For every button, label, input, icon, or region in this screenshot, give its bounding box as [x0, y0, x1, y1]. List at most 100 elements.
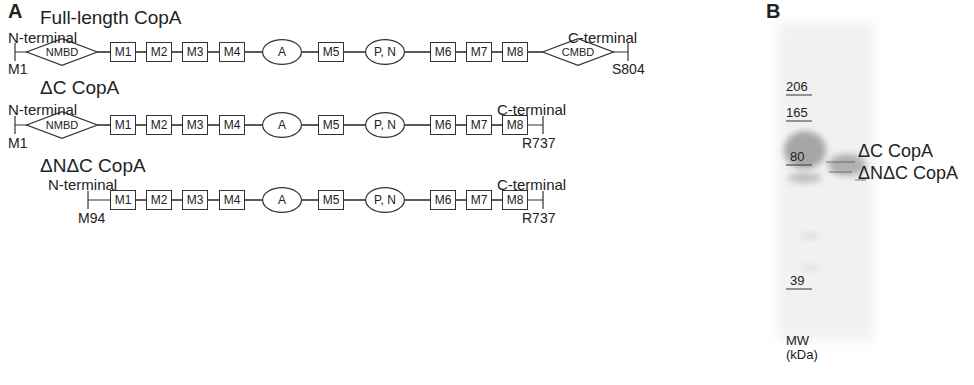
domain-label: M2 [151, 194, 168, 206]
backbone-connector [528, 51, 542, 52]
backbone-connector [492, 199, 502, 200]
backbone-connector [98, 124, 110, 125]
backbone-connector [172, 199, 182, 200]
domain-label: M5 [323, 46, 340, 58]
domain-label: NMBD [46, 120, 78, 131]
ellipse-shape [366, 188, 405, 213]
domain-label: M3 [187, 194, 204, 206]
backbone-connector [98, 51, 110, 52]
annotation-label: ΔC CopA [40, 78, 119, 98]
domain-label: M7 [471, 46, 488, 58]
backbone-connector [172, 51, 182, 52]
backbone-connector [136, 51, 146, 52]
domain-label: M4 [224, 119, 241, 131]
domain-label: P, N [374, 119, 396, 131]
backbone-connector [344, 51, 365, 52]
annotation-label: N-terminal [48, 177, 117, 193]
cytoplasmic-domain-ellipse: A [262, 187, 302, 213]
backbone [15, 43, 628, 209]
transmembrane-box: M8 [502, 115, 528, 135]
cytoplasmic-domain-ellipse: P, N [365, 187, 405, 213]
annotation-label: S804 [612, 62, 645, 77]
backbone-connector [492, 124, 502, 125]
backbone-connector [208, 51, 219, 52]
transmembrane-box: M3 [182, 42, 208, 62]
domain-label: A [278, 194, 286, 206]
cytoplasmic-domain-ellipse: A [262, 39, 302, 65]
backbone-connector [456, 199, 466, 200]
backbone-connector [245, 51, 262, 52]
annotation-label: R737 [522, 211, 555, 226]
domain-label: M1 [115, 194, 132, 206]
transmembrane-box: M6 [430, 190, 456, 210]
gel-band [800, 265, 820, 271]
gel-band [784, 131, 826, 169]
backbone-connector [302, 51, 318, 52]
transmembrane-box: M1 [110, 42, 136, 62]
backbone-connector [456, 51, 466, 52]
backbone-connector [245, 199, 262, 200]
annotation-label: 206 [786, 80, 808, 94]
domain-label: M6 [435, 119, 452, 131]
domain-label: M5 [323, 119, 340, 131]
transmembrane-box: M5 [318, 115, 344, 135]
transmembrane-box: M1 [110, 115, 136, 135]
marker-ticks [786, 95, 812, 289]
backbone-connector [405, 51, 430, 52]
domain-label: NMBD [46, 47, 78, 58]
panel-letter: A [8, 1, 22, 22]
cytoplasmic-domain-ellipse: A [262, 112, 302, 138]
domain-label: M4 [224, 46, 241, 58]
transmembrane-box: M1 [110, 190, 136, 210]
annotation-label: ΔNΔC CopA [40, 156, 146, 176]
transmembrane-box: M2 [146, 115, 172, 135]
domain-label: P, N [374, 194, 396, 206]
domain-label: M4 [224, 194, 241, 206]
annotation-label: C-terminal [497, 177, 566, 193]
ellipse-shape [263, 188, 302, 213]
domain-label: P, N [374, 46, 396, 58]
transmembrane-box: M8 [502, 190, 528, 210]
terminal-tick [14, 116, 15, 134]
annotation-label: M1 [8, 62, 27, 77]
transmembrane-box: M3 [182, 190, 208, 210]
gel-band [800, 233, 820, 239]
transmembrane-box: M4 [219, 190, 245, 210]
annotation-label: 80 [790, 150, 804, 164]
annotation-label: ΔC CopA [858, 142, 933, 161]
annotation-label: C-terminal [568, 30, 637, 46]
transmembrane-box: M4 [219, 115, 245, 135]
transmembrane-box: M7 [466, 115, 492, 135]
backbone-connector [245, 124, 262, 125]
backbone-connector [208, 199, 219, 200]
domain-label: M8 [507, 119, 524, 131]
domain-label: M3 [187, 119, 204, 131]
cytoplasmic-domain-ellipse: P, N [365, 112, 405, 138]
transmembrane-box: M2 [146, 190, 172, 210]
transmembrane-box: M2 [146, 42, 172, 62]
backbone-connector [136, 124, 146, 125]
backbone-connector [172, 124, 182, 125]
backbone-connector [302, 124, 318, 125]
ellipse-shape [263, 40, 302, 65]
transmembrane-box: M6 [430, 42, 456, 62]
backbone-connector [492, 51, 502, 52]
transmembrane-box: M4 [219, 42, 245, 62]
annotation-label: N-terminal [8, 30, 77, 46]
ellipse-shape [263, 113, 302, 138]
annotation-label: Full-length CopA [40, 8, 182, 28]
backbone-connector [344, 124, 365, 125]
domain-label: A [278, 46, 286, 58]
ellipse-shape [366, 113, 405, 138]
leader-line [829, 172, 852, 173]
backbone-connector [136, 199, 146, 200]
terminal-tick [542, 191, 543, 209]
terminal-tick [87, 191, 88, 209]
domain-label: M6 [435, 194, 452, 206]
annotation-label: 165 [786, 106, 808, 120]
annotation-label: C-terminal [497, 102, 566, 118]
marker-tick [786, 289, 812, 290]
cytoplasmic-domain-ellipse: P, N [365, 39, 405, 65]
annotation-label: MW (kDa) [786, 334, 828, 361]
domain-label: M8 [507, 194, 524, 206]
